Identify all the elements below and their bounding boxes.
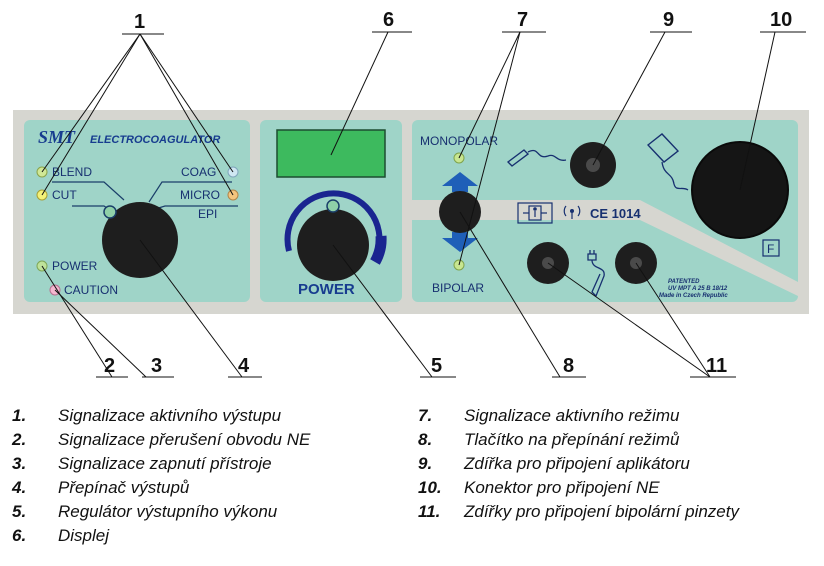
svg-text:Made in Czech Republic: Made in Czech Republic bbox=[659, 293, 728, 299]
legend-item: 5.Regulátor výstupního výkonu bbox=[12, 502, 278, 521]
legend-item: 3.Signalizace zapnutí přístroje bbox=[12, 454, 272, 473]
legend-item: 8.Tlačítko na přepínání režimů bbox=[418, 430, 680, 449]
power-title: POWER bbox=[298, 281, 355, 298]
legend-item: 7.Signalizace aktivního režimu bbox=[418, 406, 680, 425]
bipolar-label: BIPOLAR bbox=[432, 281, 484, 295]
epi-label: EPI bbox=[198, 207, 217, 221]
blend-label: BLEND bbox=[52, 165, 92, 179]
neutral-electrode-icon bbox=[646, 133, 689, 191]
legend-item: 4.Přepínač výstupů bbox=[12, 478, 190, 497]
left-panel: SMT ELECTROCOAGULATOR BLEND CUT COAG MIC… bbox=[24, 120, 250, 302]
svg-text:SMT: SMT bbox=[38, 127, 76, 147]
legend-item: 1.Signalizace aktivního výstupu bbox=[12, 406, 282, 425]
legend-left: 1.Signalizace aktivního výstupu 2.Signal… bbox=[12, 404, 310, 548]
ce-mark: CE 1014 bbox=[590, 206, 641, 221]
f-mark bbox=[762, 239, 780, 257]
arrow-down-icon bbox=[442, 232, 478, 252]
callout-lines bbox=[41, 31, 806, 378]
applicator-icon bbox=[506, 149, 567, 167]
svg-text:ELECTROCOAGULATOR: ELECTROCOAGULATOR bbox=[90, 134, 220, 146]
patent-text: PATENTED UV MPT A 25 B 18/12 Made in Cze… bbox=[659, 279, 728, 299]
arrow-up-icon bbox=[442, 172, 478, 192]
callout-5: 5 bbox=[431, 355, 442, 377]
monopolar-label: MONOPOLAR bbox=[420, 134, 498, 148]
legend-item: 6.Displej bbox=[12, 526, 110, 545]
brand-logo: SMT ELECTROCOAGULATOR bbox=[38, 127, 220, 147]
callout-1: 1 bbox=[134, 11, 145, 33]
callout-numbers: 1 6 7 9 10 2 3 4 5 8 11 bbox=[104, 9, 792, 377]
callout-9: 9 bbox=[663, 9, 674, 31]
svg-text:PATENTED: PATENTED bbox=[668, 279, 700, 285]
power-label: POWER bbox=[52, 259, 98, 273]
power-knob-indicator bbox=[326, 199, 340, 213]
legend-right: 7.Signalizace aktivního režimu 8.Tlačítk… bbox=[418, 404, 739, 524]
legend-item: 11.Zdířky pro připojení bipolární pinzet… bbox=[418, 502, 739, 521]
callout-11: 11 bbox=[706, 355, 727, 377]
legend-item: 10.Konektor pro připojení NE bbox=[418, 478, 660, 497]
power-arc bbox=[284, 190, 383, 252]
legend-item: 9.Zdířka pro připojení aplikátoru bbox=[418, 454, 690, 473]
callout-3: 3 bbox=[151, 355, 162, 377]
radio-icon bbox=[563, 205, 581, 219]
svg-text:UV MPT A 25 B 18/12: UV MPT A 25 B 18/12 bbox=[668, 286, 728, 292]
callout-10: 10 bbox=[770, 9, 792, 31]
display bbox=[276, 129, 386, 178]
callout-4: 4 bbox=[238, 355, 250, 377]
callout-8: 8 bbox=[563, 355, 574, 377]
cut-label: CUT bbox=[52, 188, 77, 202]
device-diagram: SMT ELECTROCOAGULATOR BLEND CUT COAG MIC… bbox=[13, 9, 809, 378]
symbols-strip: CE 1014 bbox=[517, 202, 641, 224]
micro-label: MICRO bbox=[180, 188, 220, 202]
right-panel: MONOPOLAR BIPOLAR F bbox=[412, 120, 798, 302]
output-selector-indicator bbox=[103, 205, 117, 219]
callout-2: 2 bbox=[104, 355, 115, 377]
bipolar-forceps-icon bbox=[587, 250, 605, 298]
middle-panel: POWER bbox=[260, 120, 402, 302]
svg-text:F: F bbox=[767, 242, 774, 256]
coag-label: COAG bbox=[181, 165, 216, 179]
callout-7: 7 bbox=[517, 9, 528, 31]
legend-item: 2.Signalizace přerušení obvodu NE bbox=[12, 430, 311, 449]
caution-label: CAUTION bbox=[64, 283, 118, 297]
callout-6: 6 bbox=[383, 9, 394, 31]
